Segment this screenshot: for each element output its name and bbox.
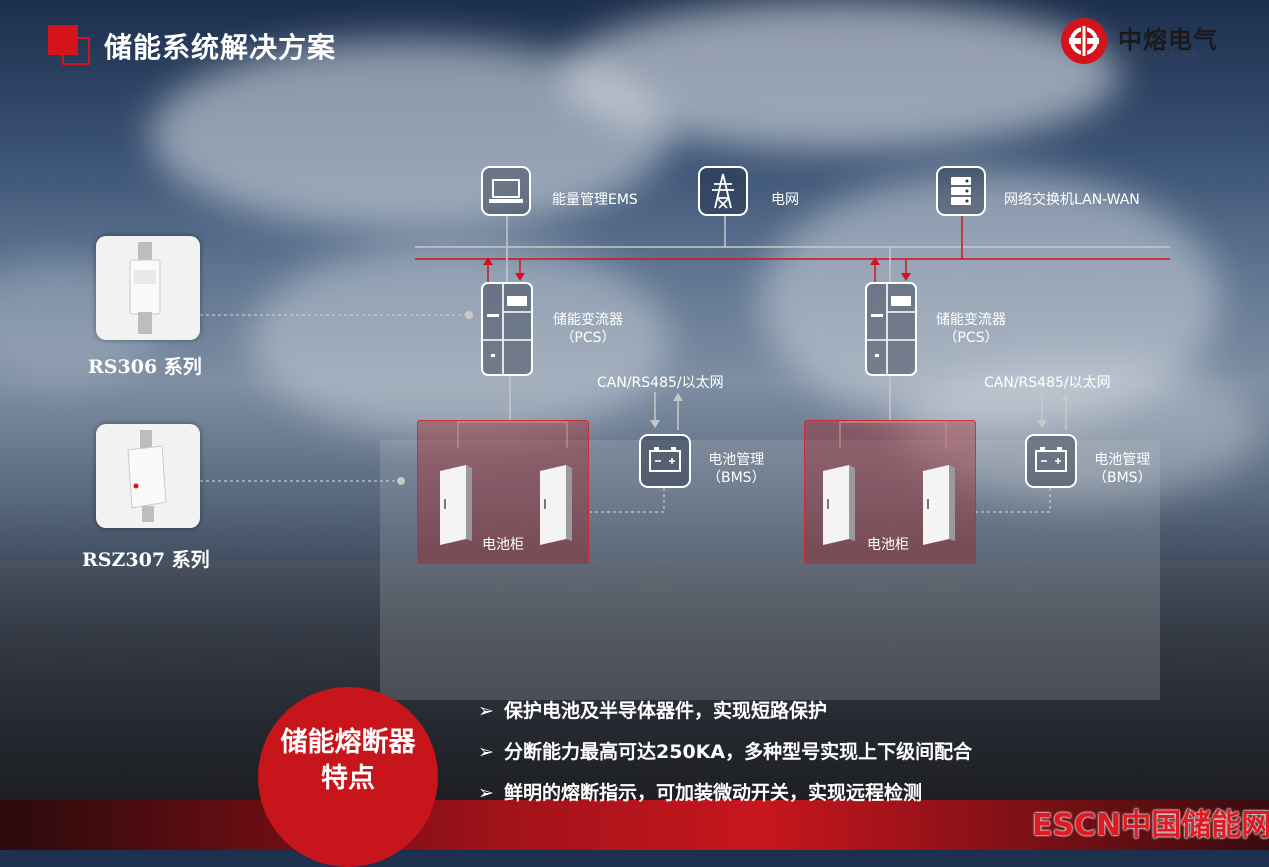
logo-subtitle: SINOFUSE — [1120, 50, 1203, 61]
battery-cabinet-icon — [923, 465, 955, 545]
bms-abbr: （BMS） — [1093, 470, 1152, 486]
features-badge — [258, 687, 438, 867]
watermark-esc: ESCN — [1032, 808, 1122, 843]
bullet-arrow-icon: ➢ — [478, 741, 494, 763]
server-icon — [936, 166, 986, 216]
features-badge-subtitle: 特点 — [321, 763, 375, 794]
bms-abbr: （BMS） — [707, 470, 766, 486]
feature-text: 分断能力最高可达250KA，多种型号实现上下级间配合 — [504, 741, 973, 763]
bms-title: 电池管理 — [708, 452, 765, 468]
battery-cabinet-label: 电池柜 — [482, 537, 524, 553]
bottom-bar — [0, 800, 1269, 850]
watermark: ESCN中国储能网 — [1032, 800, 1269, 844]
battery-cabinet-icon — [823, 465, 855, 545]
features-badge-title: 储能熔断器 — [280, 727, 416, 758]
pcs-abbr: （PCS） — [560, 330, 616, 346]
battery-icon — [639, 434, 691, 488]
fuse-rs306-image — [96, 236, 200, 340]
feature-text: 鲜明的熔断指示，可加装微动开关，实现远程检测 — [504, 782, 923, 804]
watermark-cn: 中国储能网 — [1121, 808, 1269, 843]
feature-item: ➢ 保护电池及半导体器件，实现短路保护 — [478, 696, 827, 723]
bullet-arrow-icon: ➢ — [478, 700, 494, 722]
battery-cabinet-icon — [540, 465, 572, 545]
logo-icon — [1061, 18, 1107, 64]
power-tower-icon — [698, 166, 748, 216]
feature-item: ➢ 鲜明的熔断指示，可加装微动开关，实现远程检测 — [478, 778, 922, 805]
cloud — [760, 170, 1220, 430]
comm-label: CAN/RS485/以太网 — [984, 375, 1111, 391]
switch-label: 网络交换机LAN-WAN — [1004, 192, 1140, 208]
grid-label: 电网 — [771, 192, 799, 208]
pcs-title: 储能变流器 — [936, 312, 1006, 328]
battery-icon — [1025, 434, 1077, 488]
container-silhouette — [0, 560, 1269, 800]
fuse-rsz307-image — [96, 424, 200, 528]
comm-label: CAN/RS485/以太网 — [597, 375, 724, 391]
pcs-label: 储能变流器 （PCS） — [936, 311, 1006, 347]
battery-cabinet-icon — [440, 465, 472, 545]
computer-icon — [481, 166, 531, 216]
feature-text: 保护电池及半导体器件，实现短路保护 — [504, 700, 828, 722]
pcs-title: 储能变流器 — [553, 312, 623, 328]
bms-title: 电池管理 — [1094, 452, 1151, 468]
cloud — [900, 360, 1260, 500]
logo-name: 中熔电气 — [1118, 26, 1218, 54]
ems-label: 能量管理EMS — [552, 192, 638, 208]
pcs-cabinet-icon — [865, 282, 917, 376]
feature-item: ➢ 分断能力最高可达250KA，多种型号实现上下级间配合 — [478, 737, 972, 764]
fuse-rs306-label: RS306 系列 — [88, 356, 202, 378]
bullet-arrow-icon: ➢ — [478, 782, 494, 804]
bms-label: 电池管理 （BMS） — [1093, 451, 1152, 487]
battery-cabinet-group: 电池柜 — [417, 420, 589, 564]
fuse-rsz307-label: RSZ307 系列 — [82, 549, 210, 571]
pcs-abbr: （PCS） — [943, 330, 999, 346]
cloud — [560, 0, 1120, 150]
pcs-label: 储能变流器 （PCS） — [553, 311, 623, 347]
title-marker-outline — [62, 37, 90, 65]
pcs-cabinet-icon — [481, 282, 533, 376]
battery-cabinet-group: 电池柜 — [804, 420, 976, 564]
battery-cabinet-label: 电池柜 — [867, 537, 909, 553]
cloud — [250, 240, 670, 440]
page-title: 储能系统解决方案 — [104, 31, 337, 64]
bms-label: 电池管理 （BMS） — [707, 451, 766, 487]
